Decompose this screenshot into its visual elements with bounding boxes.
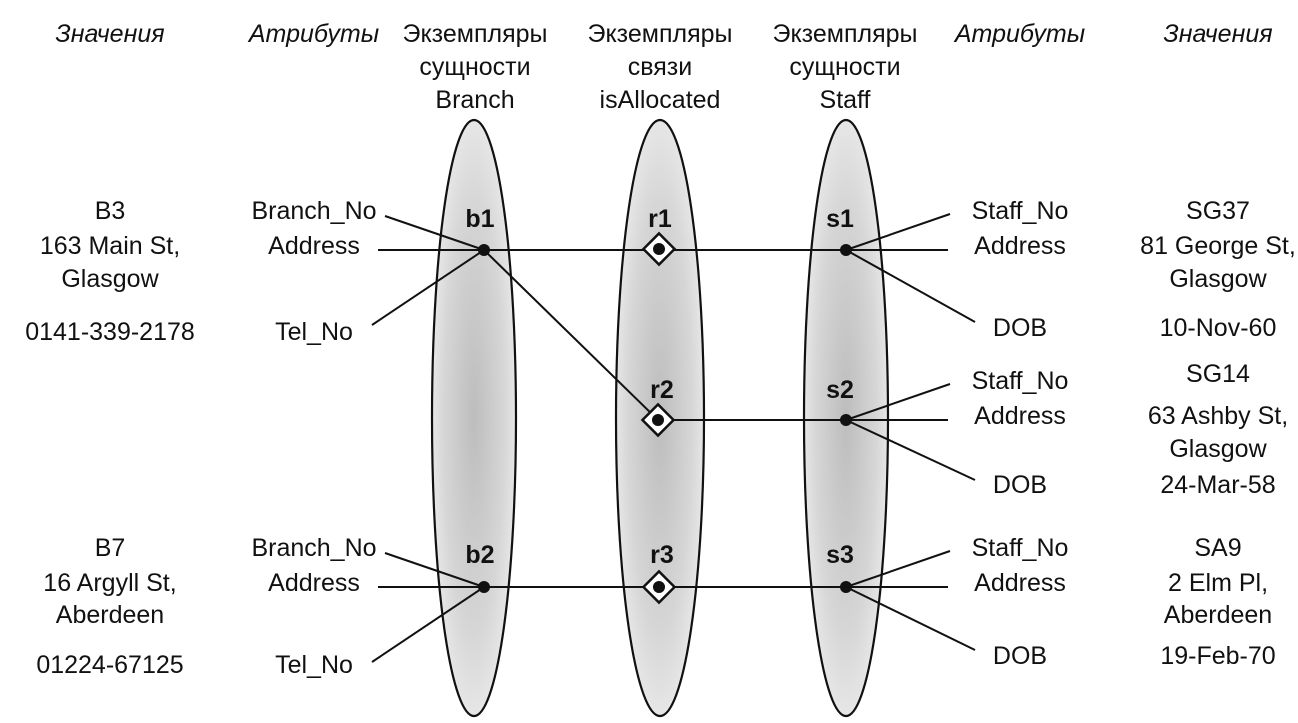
node-id-s2: s2: [826, 376, 854, 404]
s3-dob-line: [845, 586, 976, 651]
r3-diamond: [641, 569, 677, 605]
s3-attr-dob: DOB: [993, 642, 1047, 670]
b1-branchno-line: [384, 215, 485, 251]
r2-diamond: [640, 402, 676, 438]
s2-attr-staff-no: Staff_No: [972, 367, 1069, 395]
s3-attr-address: Address: [974, 569, 1066, 597]
s2-value-dob: 24-Mar-58: [1160, 471, 1275, 499]
node-id-r2: r2: [650, 376, 674, 404]
s2-value-city: Glasgow: [1169, 435, 1267, 463]
s1-value-city: Glasgow: [1169, 265, 1267, 293]
b1-attr-tel-no: Tel_No: [275, 318, 353, 346]
b2-attr-branch-no: Branch_No: [251, 534, 376, 562]
node-id-b2: b2: [465, 541, 494, 569]
b1-telno-line: [371, 249, 485, 326]
s3-value-street: 2 Elm Pl,: [1168, 569, 1268, 597]
b1-attr-address: Address: [268, 232, 360, 260]
s1-value-dob: 10-Nov-60: [1160, 314, 1277, 342]
s1-staffno-line: [845, 213, 951, 251]
s1-attr-address: Address: [974, 232, 1066, 260]
s1-dob-line: [845, 249, 976, 323]
node-id-r1: r1: [648, 205, 672, 233]
node-id-b1: b1: [465, 205, 494, 233]
s2-attr-address: Address: [974, 402, 1066, 430]
node-id-s1: s1: [826, 205, 854, 233]
node-id-s3: s3: [826, 541, 854, 569]
b2-attr-tel-no: Tel_No: [275, 651, 353, 679]
b2-dot: [478, 581, 490, 593]
header-branch-entity-line1: Экземпляры: [403, 20, 548, 48]
b2-telno-line: [371, 586, 485, 663]
b1-dot: [478, 244, 490, 256]
b1-attr-branch-no: Branch_No: [251, 197, 376, 225]
s1-value-street: 81 George St,: [1140, 232, 1296, 260]
header-relationship-line3: isAllocated: [600, 86, 721, 114]
header-values-left: Значения: [55, 20, 164, 48]
header-branch-entity-line2: сущности: [419, 53, 530, 81]
header-relationship-line2: связи: [628, 53, 692, 81]
b1-value-city: Glasgow: [61, 265, 159, 293]
header-attrs-right: Атрибуты: [953, 20, 1085, 48]
b2-attr-address: Address: [268, 569, 360, 597]
s2-staffno-line: [845, 383, 951, 421]
b1-value-street: 163 Main St,: [40, 232, 180, 260]
header-branch-entity-line3: Branch: [435, 86, 514, 114]
s1-attr-dob: DOB: [993, 314, 1047, 342]
b2-value-tel: 01224-67125: [36, 651, 183, 679]
s2-value-staff-no: SG14: [1186, 360, 1250, 388]
header-staff-entity-line2: сущности: [789, 53, 900, 81]
s2-dob-line: [845, 419, 976, 481]
b2-value-branch-no: B7: [95, 534, 126, 562]
header-staff-entity-line3: Staff: [820, 86, 871, 114]
s3-staffno-line: [845, 550, 951, 588]
s1-dot: [840, 244, 852, 256]
s3-value-staff-no: SA9: [1194, 534, 1241, 562]
header-attrs-left: Атрибуты: [247, 20, 379, 48]
s2-attr-dob: DOB: [993, 471, 1047, 499]
s3-attr-staff-no: Staff_No: [972, 534, 1069, 562]
branch-entity-set-ellipse: [430, 118, 518, 718]
b1-r2-link: [483, 249, 659, 421]
b2-value-street: 16 Argyll St,: [43, 569, 176, 597]
header-relationship-line1: Экземпляры: [588, 20, 733, 48]
s1-value-staff-no: SG37: [1186, 197, 1250, 225]
header-values-right: Значения: [1163, 20, 1272, 48]
b1-value-tel: 0141-339-2178: [25, 318, 195, 346]
header-staff-entity-line1: Экземпляры: [773, 20, 918, 48]
s3-value-city: Aberdeen: [1164, 601, 1272, 629]
r1-diamond: [641, 231, 677, 267]
s3-dot: [840, 581, 852, 593]
node-id-r3: r3: [650, 541, 674, 569]
s2-value-street: 63 Ashby St,: [1148, 402, 1288, 430]
b2-value-city: Aberdeen: [56, 601, 164, 629]
b2-branchno-line: [384, 552, 485, 588]
b1-value-branch-no: B3: [95, 197, 126, 225]
s3-value-dob: 19-Feb-70: [1160, 642, 1275, 670]
s2-dot: [840, 414, 852, 426]
s1-attr-staff-no: Staff_No: [972, 197, 1069, 225]
